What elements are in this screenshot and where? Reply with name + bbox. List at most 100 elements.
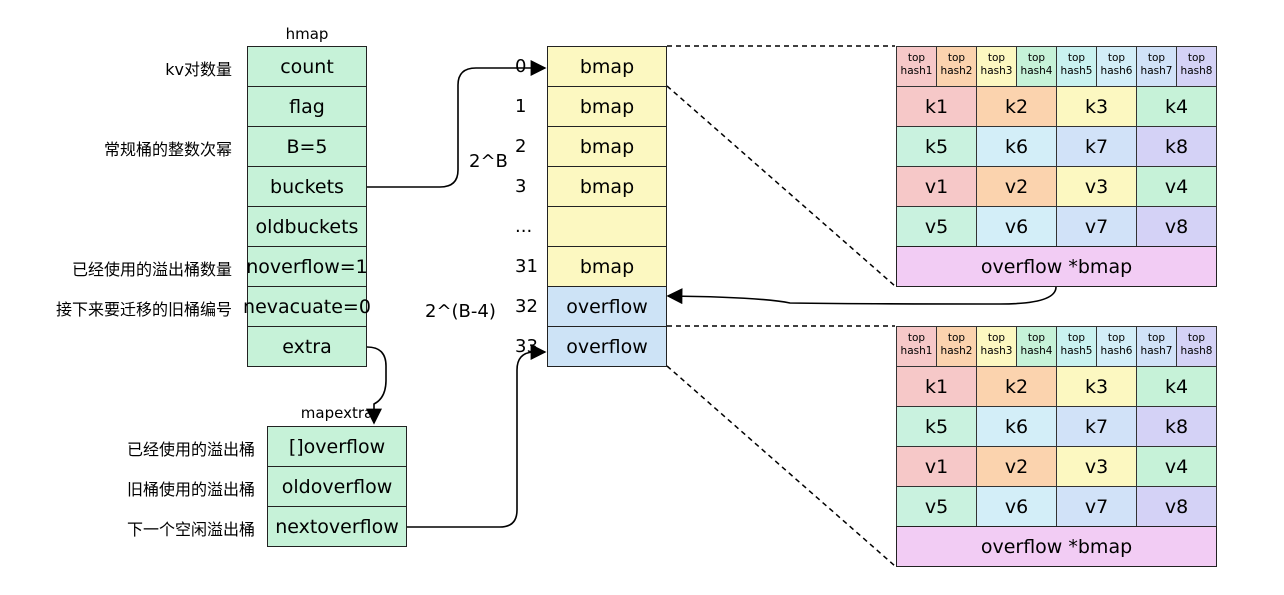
extra-arrow — [366, 346, 387, 425]
bmap-bottom-slot-0-3: k4 — [1136, 366, 1217, 407]
bmap-top-slot-2-1: v2 — [976, 166, 1057, 207]
mapextra-field-0: []overflow — [267, 426, 407, 467]
bmap-top-slot-1-2: k7 — [1056, 126, 1137, 167]
tophash-hash-text: hash4 — [1020, 65, 1053, 77]
hmap-field-7: extra — [247, 326, 367, 367]
tophash-top-text: top — [1067, 332, 1086, 344]
bucket-index-4: ... — [515, 216, 533, 237]
zoom-line-top2 — [666, 85, 896, 287]
tophash-top-text: top — [1027, 52, 1046, 64]
tophash-top-text: top — [1187, 52, 1206, 64]
tophash-top-text: top — [947, 52, 966, 64]
mapextra-label-1: 旧桶使用的溢出桶 — [126, 480, 255, 499]
zoom-line-bot2 — [666, 365, 896, 567]
bmap-bottom-slot-0-1: k2 — [976, 366, 1057, 407]
mapextra-label-0: 已经使用的溢出桶 — [126, 440, 255, 459]
bmap-top-slot-3-3: v8 — [1136, 206, 1217, 247]
bmap-bottom-slot-2-1: v2 — [976, 446, 1057, 487]
bmap-top-slot-1-0: k5 — [896, 126, 977, 167]
bmap-top-slot-3-1: v6 — [976, 206, 1057, 247]
bmap-top-overflow-pointer: overflow *bmap — [896, 246, 1217, 287]
tophash-hash-text: hash6 — [1100, 65, 1133, 77]
tophash-top-text: top — [1067, 52, 1086, 64]
regular-bucket-count: 2^B — [469, 151, 508, 172]
tophash-top-text: top — [987, 52, 1006, 64]
tophash-hash-text: hash7 — [1140, 65, 1173, 77]
hmap-field-2: B=5 — [247, 126, 367, 167]
tophash-hash-text: hash7 — [1140, 345, 1173, 357]
bmap-top-slot-0-0: k1 — [896, 86, 977, 127]
hmap-field-5: noverflow=1 — [246, 246, 368, 287]
hmap-field-6: nevacuate=0 — [243, 286, 371, 327]
tophash-top-text: top — [1107, 332, 1126, 344]
bmap-top-slot-0-3: k4 — [1136, 86, 1217, 127]
bucket-index-2: 2 — [515, 136, 527, 157]
hmap-label-2: 常规桶的整数次幂 — [103, 140, 232, 159]
tophash-hash-text: hash8 — [1180, 65, 1213, 77]
hmap-label-6: 接下来要迁移的旧桶编号 — [55, 300, 232, 319]
bucket-cell-2: bmap — [547, 126, 667, 167]
tophash-hash-text: hash4 — [1020, 345, 1053, 357]
bmap-bottom-slot-2-2: v3 — [1056, 446, 1137, 487]
overflow-bucket-count: 2^(B-4) — [425, 301, 496, 322]
tophash-hash-text: hash2 — [940, 345, 973, 357]
bmap-bottom-slot-3-0: v5 — [896, 486, 977, 527]
bmap-top-slot-1-1: k6 — [976, 126, 1057, 167]
tophash-hash-text: hash1 — [900, 65, 933, 77]
mapextra-field-2: nextoverflow — [267, 506, 407, 547]
bucket-cell-0: bmap — [547, 46, 667, 87]
bucket-index-0: 0 — [515, 56, 527, 77]
bucket-index-3: 3 — [515, 176, 527, 197]
mapextra-title: mapextra — [300, 404, 374, 422]
tophash-top-text: top — [1027, 332, 1046, 344]
bmap-bottom-slot-1-0: k5 — [896, 406, 977, 447]
bucket-cell-3: bmap — [547, 166, 667, 207]
tophash-hash-text: hash2 — [940, 65, 973, 77]
bmap-top-slot-2-0: v1 — [896, 166, 977, 207]
tophash-top-text: top — [1147, 52, 1166, 64]
hmap-title: hmap — [285, 25, 329, 43]
bmap-top-slot-0-1: k2 — [976, 86, 1057, 127]
bmap-top-slot-2-3: v4 — [1136, 166, 1217, 207]
bucket-cell-4 — [547, 206, 667, 247]
bucket-cell-6: overflow — [547, 286, 667, 327]
tophash-hash-text: hash5 — [1060, 345, 1093, 357]
bmap-top-slot-3-0: v5 — [896, 206, 977, 247]
bmap-top-slot-1-3: k8 — [1136, 126, 1217, 167]
tophash-top-text: top — [907, 52, 926, 64]
bmap-bottom-overflow-pointer: overflow *bmap — [896, 526, 1217, 567]
hmap-field-1: flag — [247, 86, 367, 127]
tophash-top-text: top — [947, 332, 966, 344]
bmap-top-slot-0-2: k3 — [1056, 86, 1137, 127]
overflow-ptr-arrow — [666, 286, 1057, 305]
bucket-cell-5: bmap — [547, 246, 667, 287]
hmap-field-0: count — [247, 46, 367, 87]
buckets-arrow — [367, 60, 547, 188]
hmap-label-5: 已经使用的溢出桶数量 — [71, 260, 232, 279]
bucket-index-5: 31 — [515, 256, 538, 277]
tophash-top-text: top — [1107, 52, 1126, 64]
tophash-top-text: top — [1187, 332, 1206, 344]
nextoverflow-arrow — [407, 344, 547, 528]
bmap-top-slot-3-2: v7 — [1056, 206, 1137, 247]
bmap-bottom-slot-1-1: k6 — [976, 406, 1057, 447]
tophash-hash-text: hash1 — [900, 345, 933, 357]
tophash-hash-text: hash3 — [980, 345, 1013, 357]
bucket-index-7: 33 — [515, 336, 538, 357]
bmap-bottom-slot-1-2: k7 — [1056, 406, 1137, 447]
